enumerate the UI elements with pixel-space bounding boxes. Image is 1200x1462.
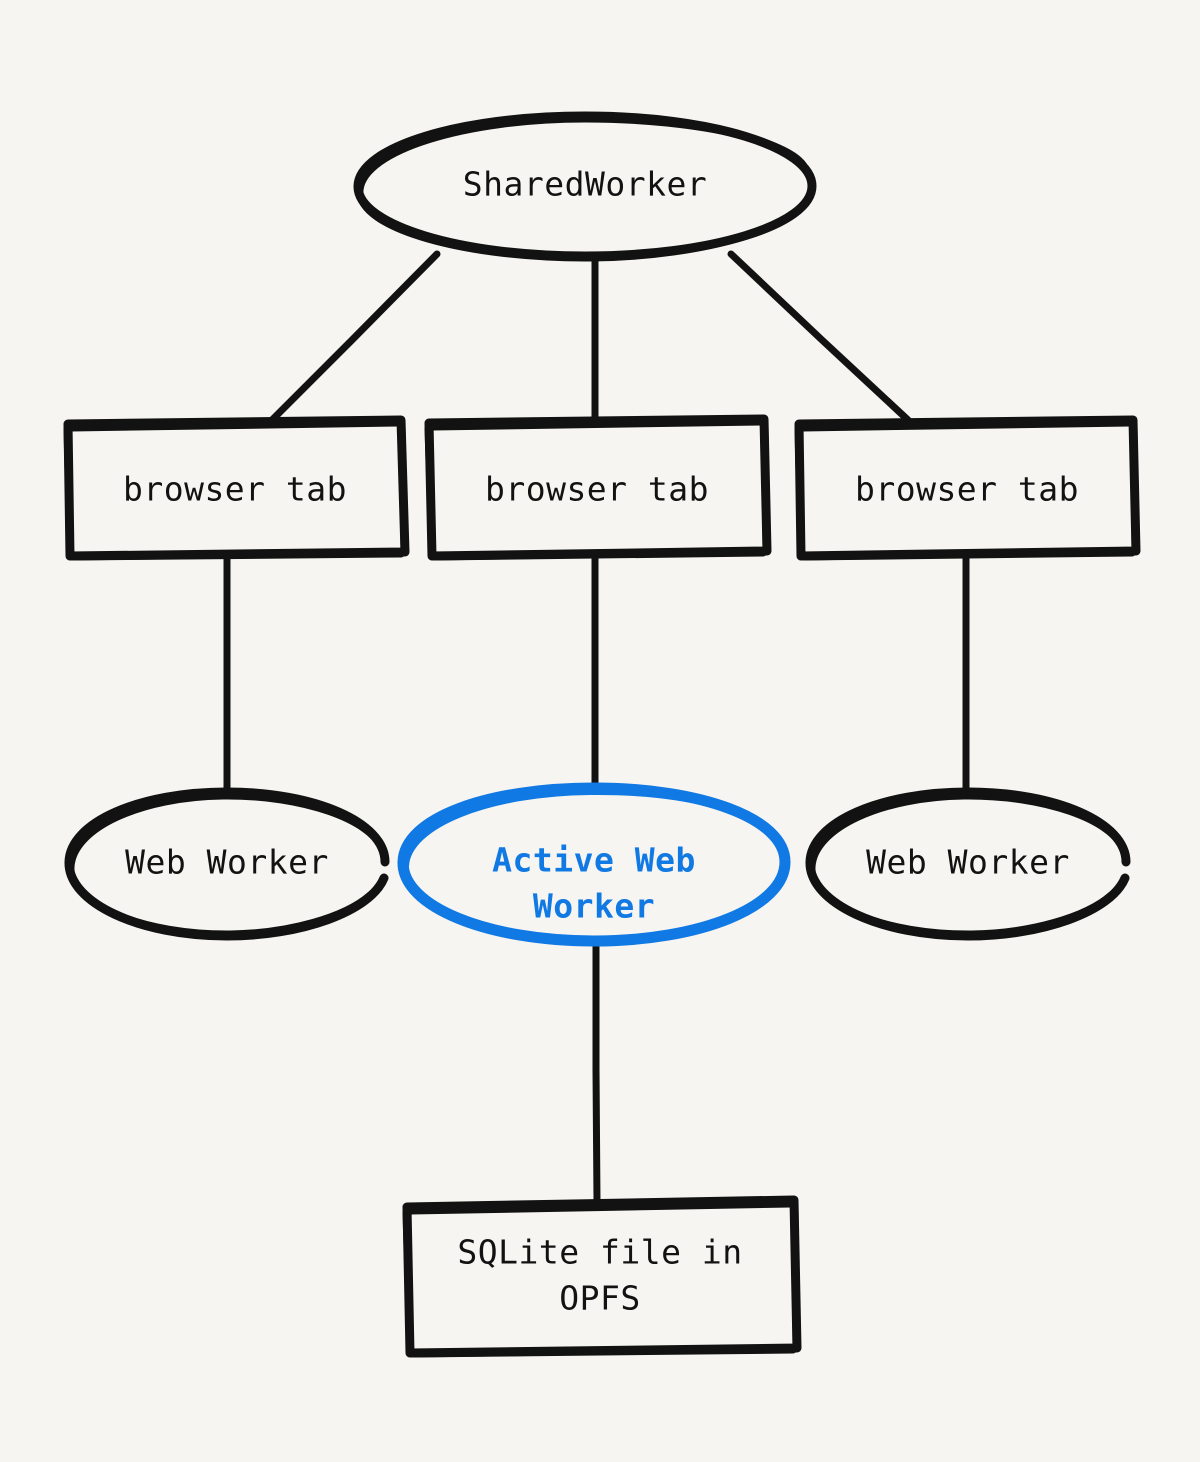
web-worker-right-label: Web Worker [866, 843, 1070, 882]
node-shared-worker[interactable]: SharedWorker [353, 111, 817, 262]
node-browser-tab-center[interactable]: browser tab [424, 414, 772, 561]
web-worker-right-ellipse-sketch-pass [808, 792, 1126, 938]
browser-tab-right-label: browser tab [855, 470, 1079, 509]
node-web-worker-right[interactable]: Web Worker [805, 787, 1131, 941]
node-browser-tab-right[interactable]: browser tab [794, 415, 1141, 561]
browser-tab-center-rect-sketch-pass [424, 418, 770, 561]
edge-layer [223, 250, 970, 1206]
browser-tab-right-rect-sketch-pass [794, 419, 1139, 561]
node-active-web-worker[interactable]: Active Web Worker [397, 782, 791, 947]
node-web-worker-left[interactable]: Web Worker [64, 787, 390, 941]
sqlite-opfs-label-line-1: SQLite file in [457, 1233, 742, 1272]
edge-sharedworker-tab-right [727, 250, 912, 424]
active-web-worker-ellipse-sketch-pass [400, 786, 788, 945]
browser-tab-left-rect-sketch-pass [63, 419, 408, 561]
node-browser-tab-left[interactable]: browser tab [63, 415, 410, 561]
browser-tab-left-label: browser tab [123, 470, 347, 509]
browser-tab-center-label: browser tab [485, 470, 709, 509]
web-worker-left-label: Web Worker [125, 843, 329, 882]
shared-worker-label: SharedWorker [463, 165, 707, 204]
sqlite-opfs-label-line-2: OPFS [559, 1279, 640, 1318]
active-web-worker-label-line-2: Worker [533, 887, 655, 926]
edge-active-worker-sqlite [592, 936, 601, 1206]
active-web-worker-label-line-1: Active Web [492, 841, 696, 880]
sqlite-opfs-rect-outline [402, 1195, 802, 1358]
web-worker-left-ellipse-sketch-pass [67, 792, 385, 938]
shared-worker-ellipse-sketch-pass [356, 115, 815, 262]
sqlite-opfs-rect-sketch-pass [402, 1200, 800, 1358]
node-sqlite-opfs[interactable]: SQLite file in OPFS [402, 1195, 802, 1358]
edge-sharedworker-tab-left [268, 250, 441, 424]
